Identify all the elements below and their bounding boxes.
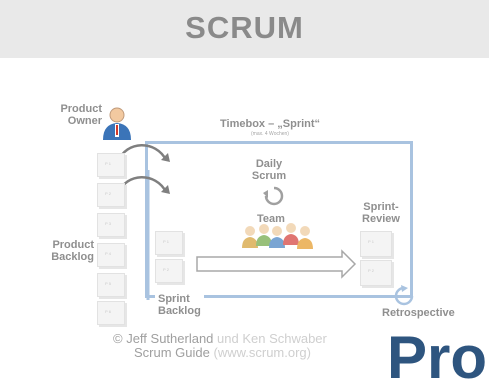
sprint-backlog-card: P 2 [155,259,183,283]
timebox-title: Timebox – „Sprint“ [220,118,321,130]
product-owner-label: Product Owner [60,103,102,127]
product-backlog-card: P 6 [97,301,125,325]
sprint-backlog-label: Sprint Backlog [155,293,204,317]
product-backlog-card: P 1 [97,153,125,177]
team-icon [242,223,313,249]
diagram-graphics [103,107,414,306]
daily-cycle-icon [263,186,284,206]
refinement-arrow-icon [116,144,168,163]
page-title: SCRUM [185,10,304,45]
sprint-flow-arrow-icon [196,249,357,279]
credit-authors-main: © Jeff Sutherland [113,331,214,346]
credit-line-guide: Scrum Guide (www.scrum.org) [134,345,311,360]
product-backlog-card: P 5 [97,273,125,297]
sprint-backlog-card: P 1 [155,231,183,255]
increment-card: P 1 [360,231,392,257]
timebox-subtitle: (max. 4 Wochen) [251,131,289,137]
retrospective-cycle-icon [394,285,414,306]
credit-line-authors: © Jeff Sutherland und Ken Schwaber [113,331,327,346]
credit-guide-main: Scrum Guide [134,345,210,360]
product-backlog-card: P 3 [97,213,125,237]
product-backlog-card: P 2 [97,183,125,207]
arrowhead-icon [161,185,170,194]
product-owner-icon [103,107,131,140]
increment-card: P 2 [360,260,392,286]
sprint-review-label: Sprint- Review [362,201,400,225]
team-label: Team [257,213,285,225]
product-backlog-card: P 4 [97,243,125,267]
credit-authors-secondary: und Ken Schwaber [213,331,327,346]
cutoff-heading: Pro [387,324,488,391]
product-backlog-label: Product Backlog [51,239,94,263]
title-banner [0,0,489,58]
daily-scrum-label: Daily Scrum [251,158,287,182]
refinement-arrow-icon [116,176,168,195]
credit-guide-url: (www.scrum.org) [209,345,311,360]
retrospective-label: Retrospective [382,307,455,319]
arrowhead-icon [161,153,170,162]
